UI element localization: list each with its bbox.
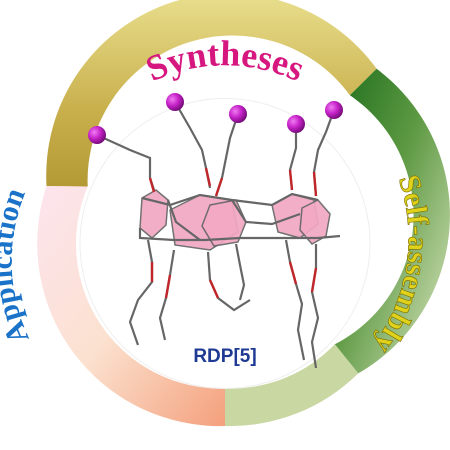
rdp5-molecule bbox=[88, 93, 343, 369]
application-label: Application bbox=[0, 184, 36, 349]
oxygen-bonds-lower bbox=[150, 261, 318, 299]
ring-band-left bbox=[37, 186, 225, 427]
terminal-atom bbox=[325, 101, 343, 119]
ring-band-top bbox=[46, 0, 377, 187]
rdp5-label: RDP[5] bbox=[193, 346, 256, 367]
terminal-atom bbox=[166, 93, 184, 111]
terminal-atom bbox=[229, 105, 247, 123]
oxygen-bonds-upper bbox=[148, 167, 318, 197]
terminal-atom bbox=[287, 115, 305, 133]
ring-band-bottom bbox=[225, 344, 359, 427]
ring-band-right bbox=[334, 68, 450, 374]
bond-backbone bbox=[138, 192, 341, 242]
application-label-text: Application bbox=[0, 184, 36, 349]
terminal-atom bbox=[88, 126, 106, 144]
